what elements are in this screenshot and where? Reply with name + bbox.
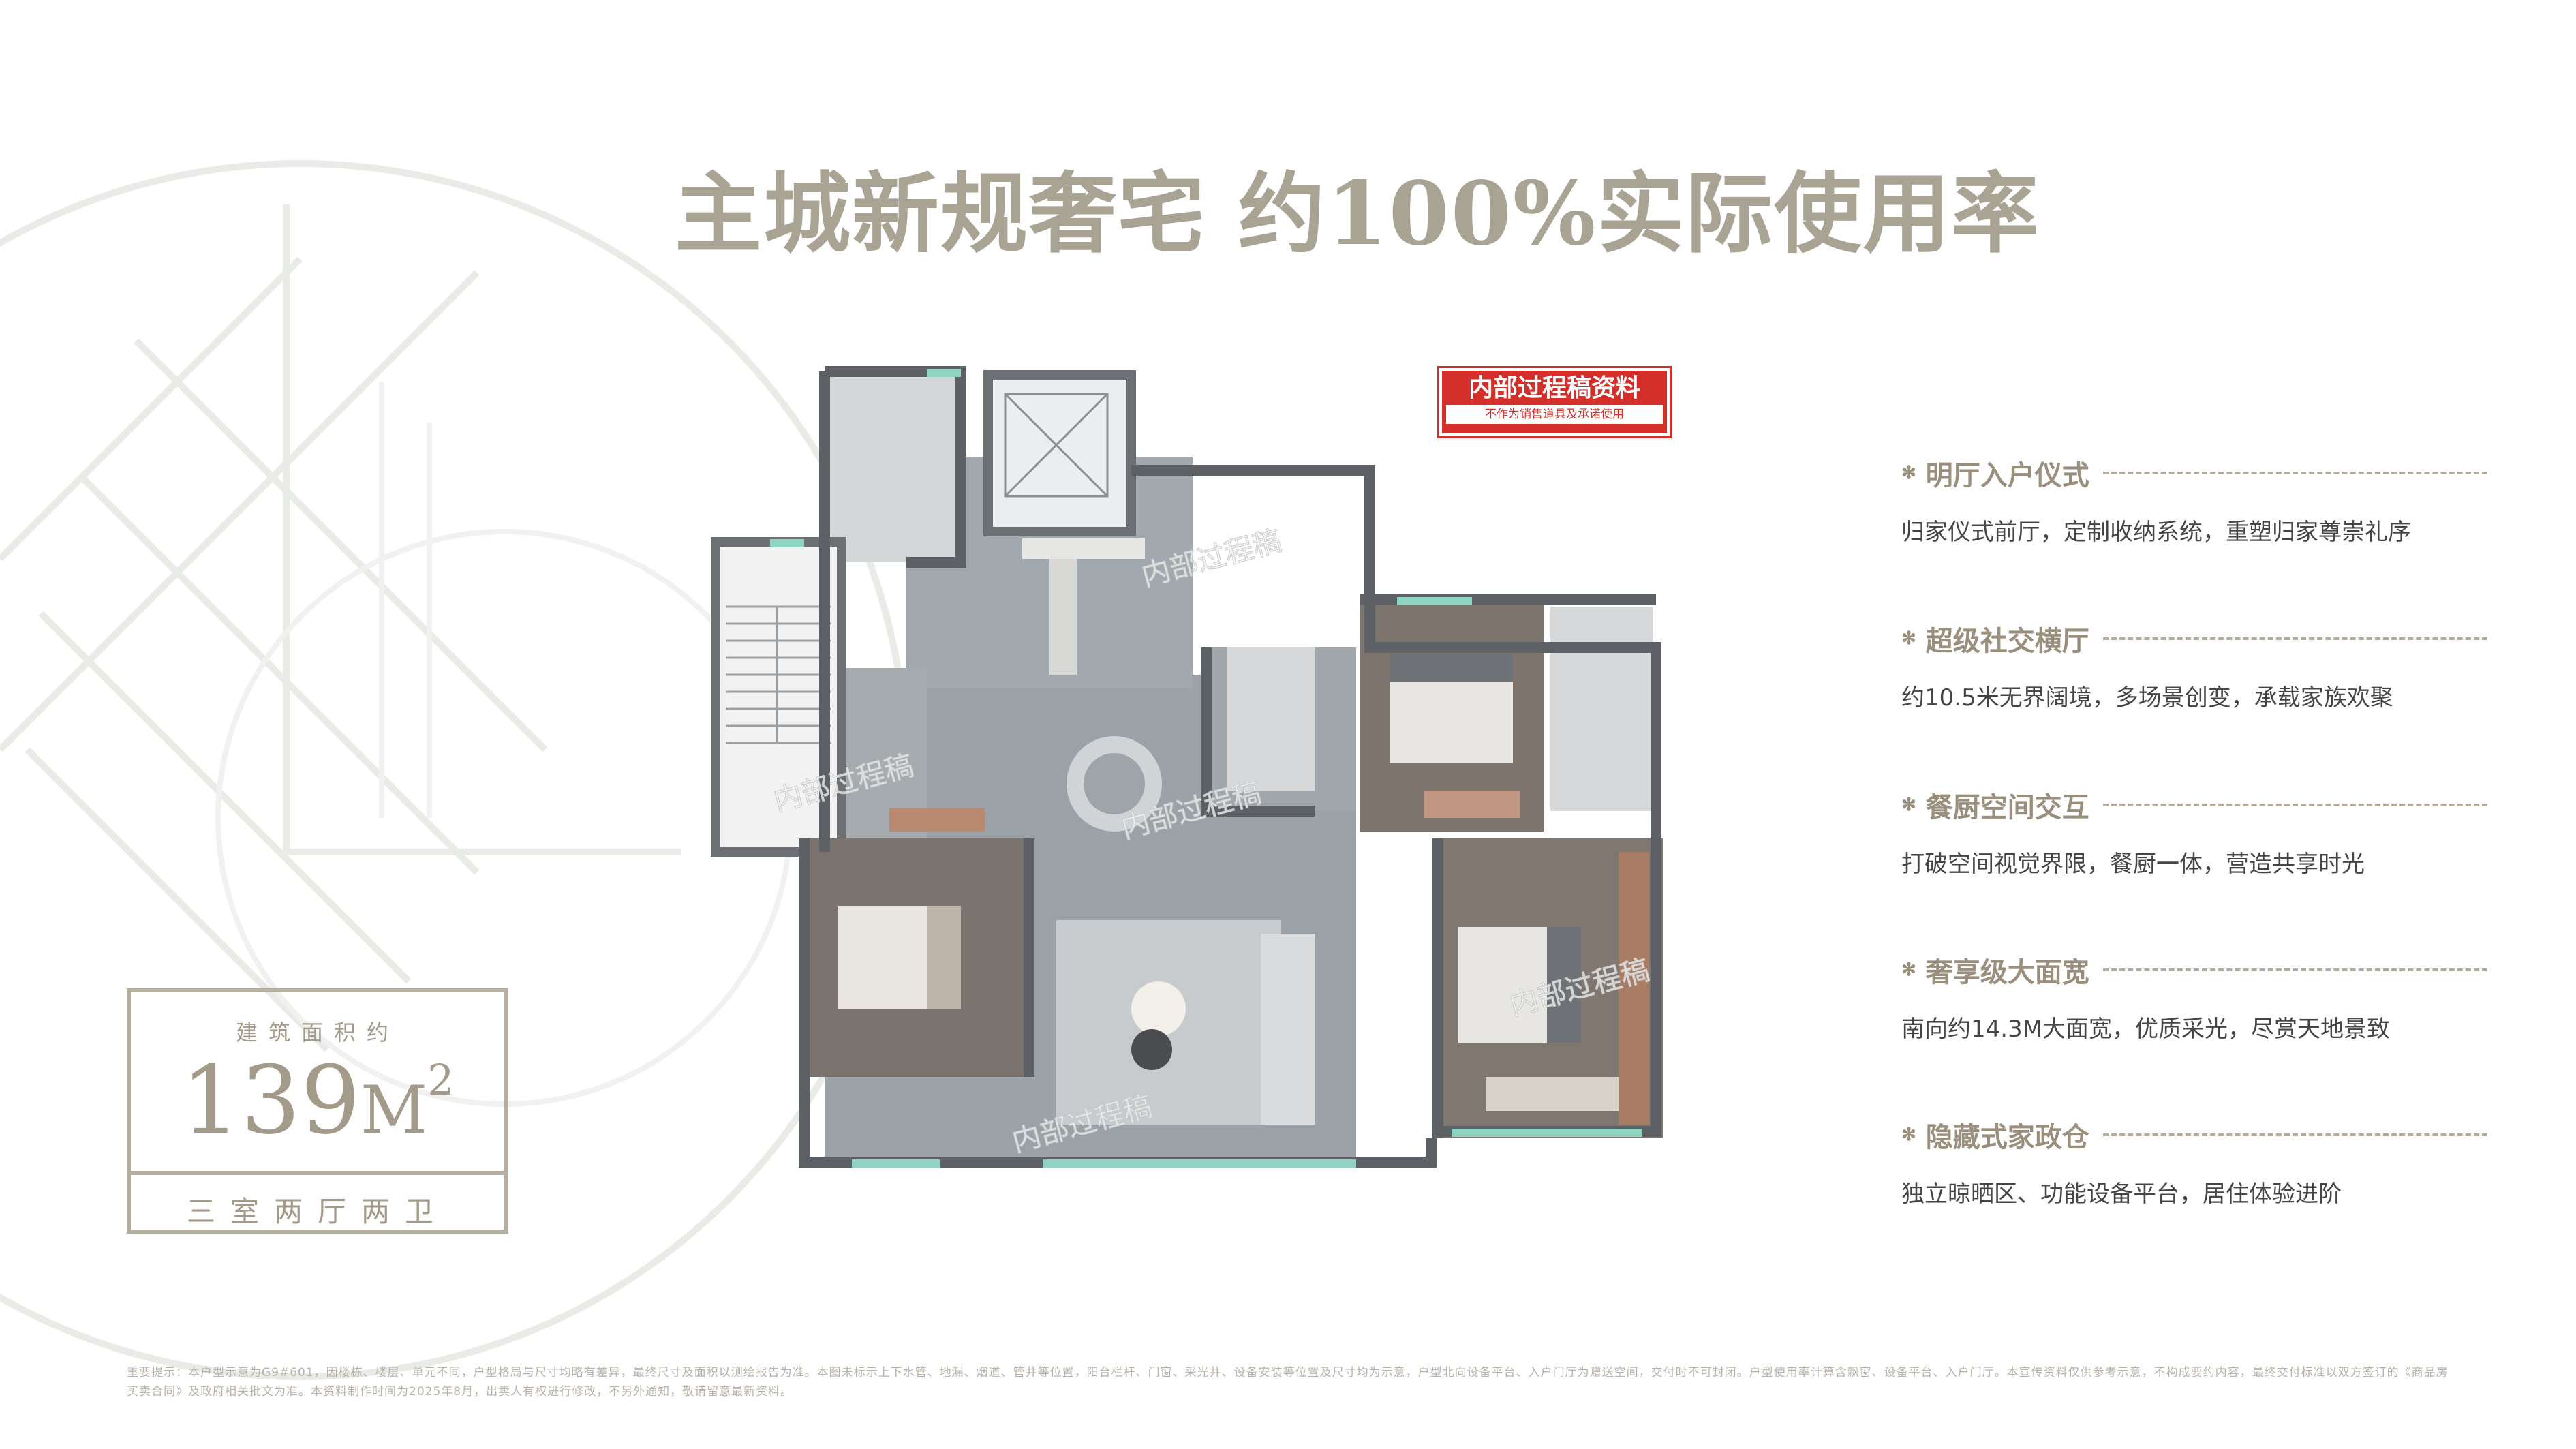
disclaimer-note: 重要提示：本户型示意为G9#601，因楼栋、楼层、单元不同，户型格局与尺寸均略有… [127,1366,2449,1399]
bullet-icon: ✻ [1901,795,1916,815]
bedroom-north [1360,600,1544,832]
feature-item: ✻ 餐厨空间交互 打破空间视觉界限，餐厨一体，营造共享时光 [1901,785,2487,879]
feature-item: ✻ 隐藏式家政仓 独立晾晒区、功能设备平台，居住体验进阶 [1901,1115,2487,1208]
stamp-subtitle: 不作为销售道具及承诺使用 [1446,405,1663,424]
floor-plan-drawing: 内部过程稿 内部过程稿 内部过程稿 内部过程稿 内部过程稿 [711,366,1663,1168]
area-unit: M [360,1072,428,1148]
area-box: 建筑面积约 139M2 三室两厅两卫 [127,988,508,1234]
feature-item: ✻ 奢享级大面宽 南向约14.3M大面宽，优质采光，尽赏天地景致 [1901,950,2487,1043]
feature-desc: 南向约14.3M大面宽，优质采光，尽赏天地景致 [1901,1016,2391,1043]
dash-divider [2102,804,2487,806]
feature-title: 餐厨空间交互 [1925,791,2089,823]
wardrobe [889,808,985,832]
bedroom-west [804,838,1029,1077]
feature-title: 奢享级大面宽 [1925,956,2089,988]
area-label: 建筑面积约 [235,1020,399,1046]
elevator-shaft [983,370,1136,536]
dash-divider [2102,1133,2487,1136]
dash-divider [2102,637,2487,640]
internal-draft-stamp: 内部过程稿资料 不作为销售道具及承诺使用 [1439,368,1670,436]
bullet-icon: ✻ [1901,1125,1916,1145]
kitchen-counter [1022,538,1145,559]
stamp-title: 内部过程稿资料 [1468,373,1640,402]
area-divider [131,1171,504,1175]
feature-title: 超级社交横厅 [1925,625,2089,657]
feature-item: ✻ 明厅入户仪式 归家仪式前厅，定制收纳系统，重塑归家尊崇礼序 [1901,453,2487,547]
feature-desc: 打破空间视觉界限，餐厨一体，营造共享时光 [1901,851,2365,878]
bathroom-1 [1227,647,1315,791]
area-unit-sup: 2 [427,1055,455,1105]
area-value: 139M2 [131,1050,504,1161]
dash-divider [2102,472,2487,474]
wardrobe [1619,852,1649,1125]
feature-desc: 归家仪式前厅，定制收纳系统，重塑归家尊崇礼序 [1901,519,2411,546]
bullet-icon: ✻ [1901,628,1916,649]
dining-table [1067,736,1162,832]
page-headline: 主城新规奢宅 约100%实际使用率 [675,163,2040,265]
dash-divider [2102,968,2487,971]
unit-type: 三室两厅两卫 [186,1195,448,1228]
windows [770,369,1642,1168]
bathroom-2 [1550,607,1653,811]
bullet-icon: ✻ [1901,463,1916,483]
kitchen-counter [1049,559,1077,675]
feature-item: ✻ 超级社交横厅 约10.5米无界阔境，多场景创变，承载家族欢聚 [1901,619,2487,712]
area-number: 139 [181,1046,361,1155]
feature-desc: 独立晾晒区、功能设备平台，居住体验进阶 [1901,1180,2342,1208]
feature-title: 明厅入户仪式 [1925,459,2089,491]
balcony [825,371,961,562]
feature-title: 隐藏式家政仓 [1925,1121,2089,1153]
floor-plan: 内部过程稿 内部过程稿 内部过程稿 内部过程稿 内部过程稿 [702,361,1670,1206]
feature-desc: 约10.5米无界阔境，多场景创变，承载家族欢聚 [1901,684,2393,712]
living-room [1056,920,1315,1125]
bullet-icon: ✻ [1901,960,1916,980]
